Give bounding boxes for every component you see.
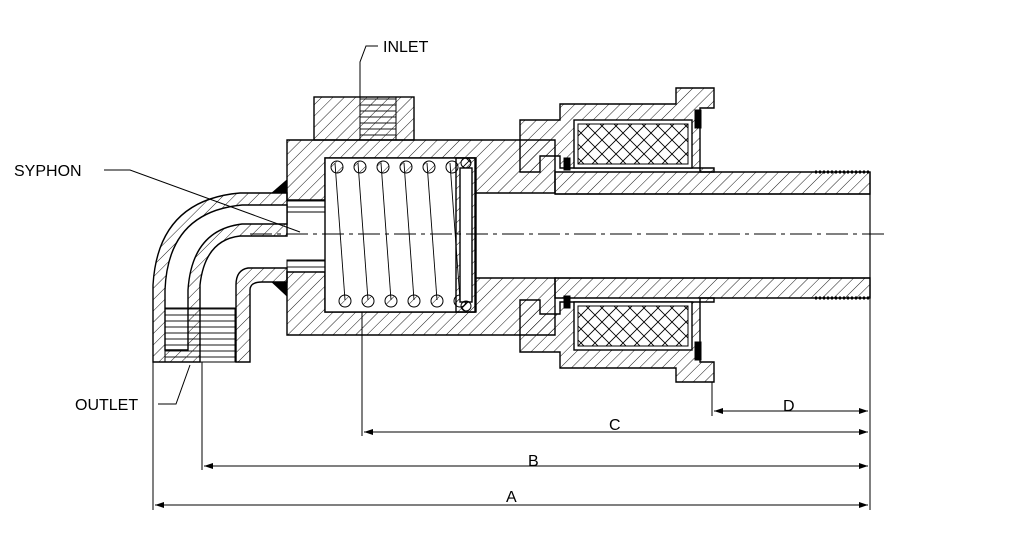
leader-lines: [104, 45, 378, 405]
syphon-label: SYPHON: [14, 163, 82, 180]
dimension-label-c: C: [609, 417, 621, 434]
dimension-label-d: D: [783, 398, 795, 415]
housing-body: [286, 96, 556, 336]
outlet-label: OUTLET: [75, 397, 138, 414]
syphon-elbow: [152, 178, 326, 363]
inlet-label: INLET: [383, 39, 429, 56]
bearing-housing: [519, 87, 715, 383]
rotor-tube: [554, 170, 871, 300]
dimension-label-b: B: [528, 453, 539, 470]
spring: [330, 157, 477, 313]
dimension-label-a: A: [506, 489, 517, 506]
extension-lines: [152, 298, 871, 510]
